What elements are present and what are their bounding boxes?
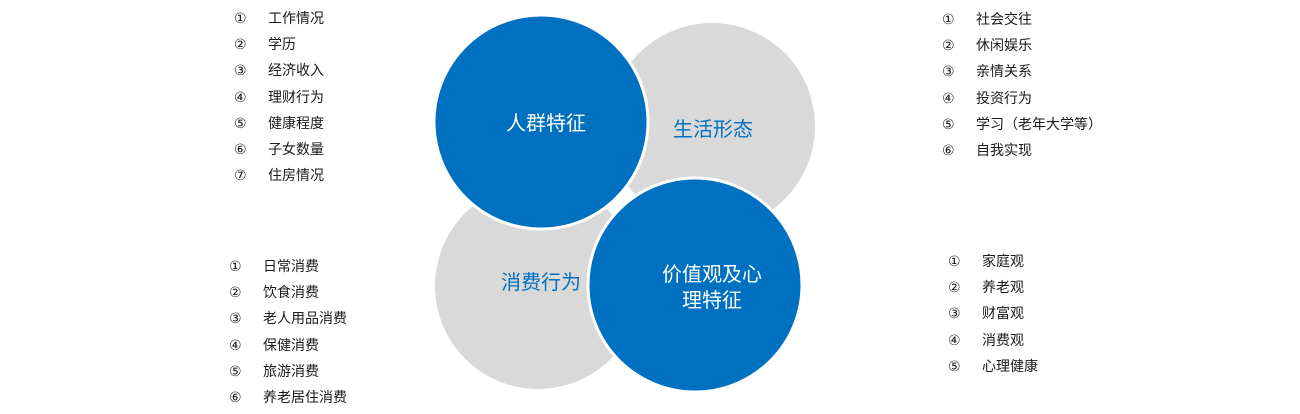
label-values-line1: 价值观及心: [662, 262, 762, 286]
item-number: ③: [942, 64, 955, 81]
list-item: ① 社会交往: [942, 7, 1102, 33]
item-number: ③: [234, 63, 247, 80]
item-number: ①: [942, 12, 955, 28]
list-item: ③ 老人用品消费: [229, 306, 347, 332]
list-consumption: ① 日常消费 ② 饮食消费 ③ 老人用品消费 ④ 保健消费 ⑤ 旅游消费 ⑥ 养老居住消费: [229, 254, 347, 411]
item-text: 保健消费: [263, 337, 319, 354]
label-values-line2: 理特征: [682, 288, 742, 312]
item-number: ②: [948, 280, 961, 297]
item-text: 财富观: [982, 306, 1024, 323]
item-number: ②: [942, 38, 955, 55]
item-text: 旅游消费: [263, 363, 319, 380]
list-item: ④ 消费观: [948, 328, 1038, 354]
item-number: ⑦: [234, 168, 247, 185]
item-text: 子女数量: [268, 141, 324, 158]
item-number: ⑤: [942, 116, 955, 133]
list-item: ⑥ 子女数量: [234, 137, 324, 163]
item-text: 家庭观: [982, 254, 1024, 270]
list-item: ③ 经济收入: [234, 58, 324, 84]
item-text: 经济收入: [268, 63, 324, 80]
list-item: ⑥ 养老居住消费: [229, 385, 347, 411]
list-values: ① 家庭观 ② 养老观 ③ 财富观 ④ 消费观 ⑤ 心理健康: [948, 249, 1038, 380]
item-text: 亲情关系: [976, 64, 1032, 81]
item-text: 住房情况: [268, 168, 324, 185]
item-text: 养老观: [982, 280, 1024, 297]
list-item: ⑤ 健康程度: [234, 111, 324, 137]
item-text: 健康程度: [268, 115, 324, 132]
list-item: ④ 理财行为: [234, 85, 324, 111]
item-number: ①: [229, 259, 242, 275]
list-item: ④ 投资行为: [942, 86, 1102, 112]
item-text: 理财行为: [268, 89, 324, 106]
item-number: ④: [942, 90, 955, 107]
item-number: ①: [948, 254, 961, 270]
item-text: 饮食消费: [263, 285, 319, 302]
list-item: ② 养老观: [948, 275, 1038, 301]
circle-consumption: [435, 183, 641, 389]
item-number: ③: [229, 311, 242, 328]
item-number: ④: [948, 332, 961, 349]
item-number: ⑥: [942, 142, 955, 159]
item-text: 自我实现: [976, 142, 1032, 159]
item-number: ⑥: [229, 389, 242, 406]
label-lifestyle: 生活形态: [673, 117, 753, 141]
list-item: ⑦ 住房情况: [234, 163, 324, 189]
circle-values: [586, 176, 804, 394]
item-number: ⑤: [234, 115, 247, 132]
item-text: 养老居住消费: [263, 389, 347, 406]
item-number: ⑥: [234, 141, 247, 158]
list-item: ③ 亲情关系: [942, 59, 1102, 85]
item-text: 老人用品消费: [263, 311, 347, 328]
item-number: ④: [234, 89, 247, 106]
circle-lifestyle: [609, 23, 815, 229]
item-number: ③: [948, 306, 961, 323]
list-item: ⑥ 自我实现: [942, 138, 1102, 164]
list-item: ⑤ 旅游消费: [229, 359, 347, 385]
list-item: ① 日常消费: [229, 254, 347, 280]
item-text: 社会交往: [976, 12, 1032, 28]
item-number: ④: [229, 337, 242, 354]
list-item: ② 休闲娱乐: [942, 33, 1102, 59]
list-lifestyle: ① 社会交往 ② 休闲娱乐 ③ 亲情关系 ④ 投资行为 ⑤ 学习（老年大学等） ⑥ 自我实现: [942, 7, 1102, 164]
item-text: 心理健康: [982, 358, 1038, 375]
list-item: ② 学历: [234, 32, 324, 58]
item-number: ①: [234, 11, 247, 27]
item-text: 学习（老年大学等）: [976, 116, 1102, 133]
item-text: 投资行为: [976, 90, 1032, 107]
item-text: 工作情况: [268, 11, 324, 27]
list-item: ② 饮食消费: [229, 280, 347, 306]
item-number: ②: [234, 37, 247, 54]
list-item: ① 家庭观: [948, 249, 1038, 275]
label-consumption: 消费行为: [501, 270, 581, 294]
list-item: ⑤ 学习（老年大学等）: [942, 112, 1102, 138]
list-item: ④ 保健消费: [229, 333, 347, 359]
list-item: ① 工作情况: [234, 6, 324, 32]
circle-crowd: [432, 13, 650, 231]
list-crowd-traits: ① 工作情况 ② 学历 ③ 经济收入 ④ 理财行为 ⑤ 健康程度 ⑥ 子女数量 ⑦ 住房情况: [234, 6, 324, 189]
list-item: ⑤ 心理健康: [948, 354, 1038, 380]
list-item: ③ 财富观: [948, 301, 1038, 327]
item-text: 休闲娱乐: [976, 38, 1032, 55]
item-text: 消费观: [982, 332, 1024, 349]
item-number: ②: [229, 285, 242, 302]
item-text: 日常消费: [263, 259, 319, 275]
item-text: 学历: [268, 37, 296, 54]
item-number: ⑤: [229, 363, 242, 380]
label-crowd: 人群特征: [506, 111, 586, 135]
item-number: ⑤: [948, 358, 961, 375]
